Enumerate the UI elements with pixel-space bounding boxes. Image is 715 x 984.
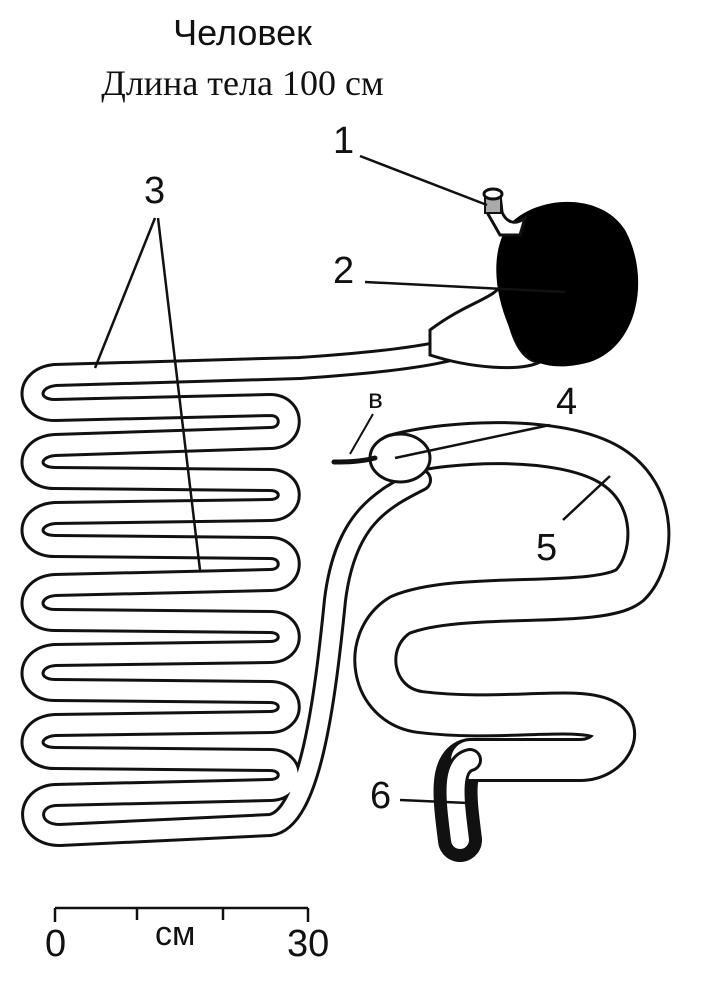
scale-end-label: 30	[287, 923, 329, 965]
leader-appendix	[349, 413, 374, 455]
leader-colon	[562, 475, 611, 521]
label-cecum: 4	[556, 381, 577, 423]
label-rectum: 6	[370, 775, 391, 817]
label-colon: 5	[536, 527, 557, 569]
leader-esophagus	[359, 154, 488, 207]
esophagus	[482, 187, 528, 237]
large-intestine	[331, 421, 671, 862]
label-appendix: в	[368, 383, 383, 414]
label-small-intestine: 3	[144, 170, 165, 212]
leader-cecum	[394, 423, 551, 460]
label-esophagus: 1	[333, 120, 354, 162]
leader-small-intestine-upper	[93, 217, 157, 369]
scale-unit-label: см	[155, 915, 195, 953]
leader-small-intestine-lower	[156, 217, 202, 571]
stomach	[428, 201, 639, 370]
leader-stomach	[364, 280, 566, 294]
scale-start-label: 0	[45, 923, 66, 965]
diagram-subtitle: Длина тела 100 см	[101, 63, 384, 103]
label-stomach: 2	[333, 250, 354, 292]
diagram-title: Человек	[173, 12, 312, 53]
small-intestine	[20, 318, 512, 847]
leader-rectum	[399, 798, 469, 805]
scale-bar: 0 см 30	[45, 906, 329, 965]
